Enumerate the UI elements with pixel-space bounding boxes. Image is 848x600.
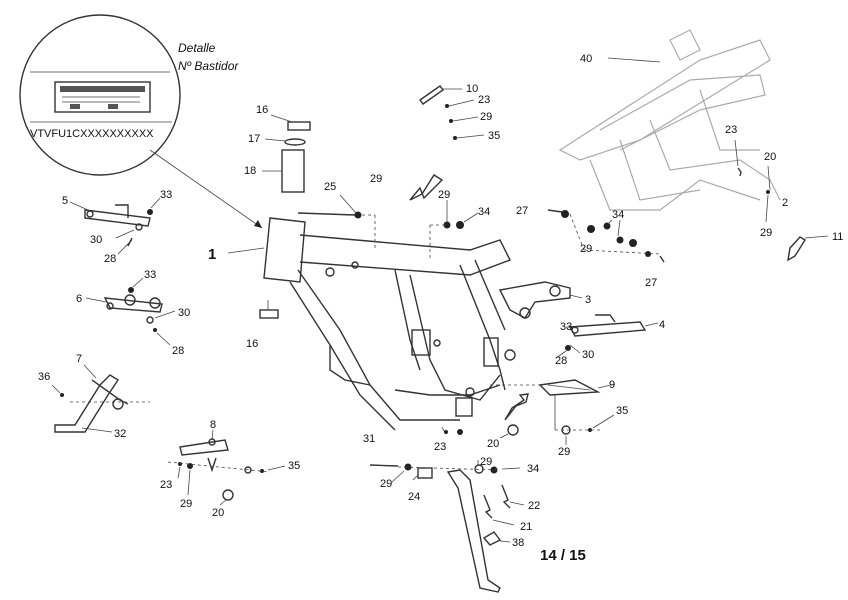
steering-parts	[259, 114, 311, 319]
label-35-top: 35	[488, 130, 500, 142]
label-16-top: 16	[256, 104, 268, 116]
label-40: 40	[580, 53, 592, 65]
label-29-far-right: 29	[760, 227, 772, 239]
part-18	[281, 149, 305, 193]
label-16-bottom: 16	[246, 338, 258, 350]
top-fasteners	[297, 85, 485, 250]
label-38: 38	[512, 537, 524, 549]
label-28-bracket4: 28	[555, 355, 567, 367]
label-21: 21	[520, 521, 532, 533]
label-32: 32	[114, 428, 126, 440]
label-17: 17	[248, 133, 260, 145]
label-23-left: 23	[160, 479, 172, 491]
label-29-center: 29	[438, 189, 450, 201]
right-side-parts	[547, 139, 829, 263]
label-33-bracket6: 33	[144, 269, 156, 281]
label-30-bracket5: 30	[90, 234, 102, 246]
label-14-15: 14 / 15	[540, 547, 586, 564]
label-33-bracket4: 33	[560, 321, 572, 333]
bolt-25	[297, 212, 356, 216]
part-16-bottom	[259, 309, 279, 319]
label-8: 8	[210, 419, 216, 431]
label-34-stand: 34	[527, 463, 539, 475]
vin-text: VTVFU1CXXXXXXXXXX	[30, 128, 154, 140]
label-33-bracket5: 33	[160, 189, 172, 201]
label-10: 10	[466, 83, 478, 95]
bracket-5	[69, 197, 161, 255]
label-4: 4	[659, 319, 665, 331]
detail-circle	[19, 14, 181, 176]
label-29-footrest: 29	[558, 446, 570, 458]
label-20-right: 20	[764, 151, 776, 163]
label-9: 9	[609, 379, 615, 391]
label-30-bracket6: 30	[178, 307, 190, 319]
detail-title: Detalle	[178, 41, 216, 55]
vin-plate-header	[60, 86, 145, 92]
part-11	[787, 236, 806, 262]
label-36: 36	[38, 371, 50, 383]
label-35-bracket8: 35	[288, 460, 300, 472]
part-38	[482, 531, 502, 546]
label-6: 6	[76, 293, 82, 305]
label-28-bracket6: 28	[172, 345, 184, 357]
vin-plate	[54, 81, 151, 113]
steering-head	[263, 217, 306, 283]
label-34-center: 34	[478, 206, 490, 218]
spring-21	[483, 494, 493, 519]
vin-detail-callout: Detalle Nº Bastidor VTVFU1CXXXXXXXXXX	[19, 14, 263, 229]
part-10	[419, 85, 444, 105]
label-11: 11	[832, 231, 843, 243]
label-5: 5	[62, 195, 68, 207]
label-29-right: 29	[580, 243, 592, 255]
label-25: 25	[324, 181, 336, 193]
label-29-stand: 29	[480, 456, 492, 468]
label-22: 22	[528, 500, 540, 512]
label-30-bracket4: 30	[582, 349, 594, 361]
label-29-bolt31: 29	[380, 478, 392, 490]
brake-pedal-7	[51, 364, 150, 433]
spring-22	[501, 484, 511, 509]
detail-pointer	[149, 149, 263, 229]
label-27-top: 27	[516, 205, 528, 217]
label-29-top: 29	[480, 111, 492, 123]
label-24: 24	[408, 491, 420, 503]
label-2: 2	[782, 197, 788, 209]
label-27-bottom: 27	[645, 277, 657, 289]
bracket-8	[167, 429, 286, 506]
label-23-right: 23	[725, 124, 737, 136]
part-17	[284, 138, 306, 146]
label-3: 3	[585, 294, 591, 306]
background-frame-view	[558, 29, 781, 211]
bracket-3	[498, 281, 583, 319]
label-29-bracket8: 29	[180, 498, 192, 510]
label-29-bolt25: 29	[370, 173, 382, 185]
label-20-center: 20	[487, 438, 499, 450]
footrest-9	[490, 379, 616, 445]
detail-subtitle: Nº Bastidor	[178, 59, 239, 73]
label-31: 31	[363, 433, 375, 445]
label-34-right: 34	[612, 209, 624, 221]
label-18: 18	[244, 165, 256, 177]
bracket-4	[555, 314, 659, 359]
label-23-center: 23	[434, 441, 446, 453]
main-frame	[227, 217, 516, 431]
label-1: 1	[208, 246, 216, 263]
bracket-6	[85, 277, 176, 346]
side-stand	[369, 426, 525, 593]
label-20-left: 20	[212, 507, 224, 519]
center-top-fasteners	[409, 174, 479, 258]
stand-14-15	[446, 469, 501, 593]
part-16-top	[287, 121, 311, 131]
label-7: 7	[76, 353, 82, 365]
label-23-top: 23	[478, 94, 490, 106]
label-28-bracket5: 28	[104, 253, 116, 265]
direction-arrow	[409, 174, 444, 201]
bushing-24	[417, 467, 433, 479]
label-35-footrest: 35	[616, 405, 628, 417]
callout-labels: 1 2 3 4 5 6 7 8 9 10 11 14 / 15 16 16 17…	[38, 53, 843, 564]
